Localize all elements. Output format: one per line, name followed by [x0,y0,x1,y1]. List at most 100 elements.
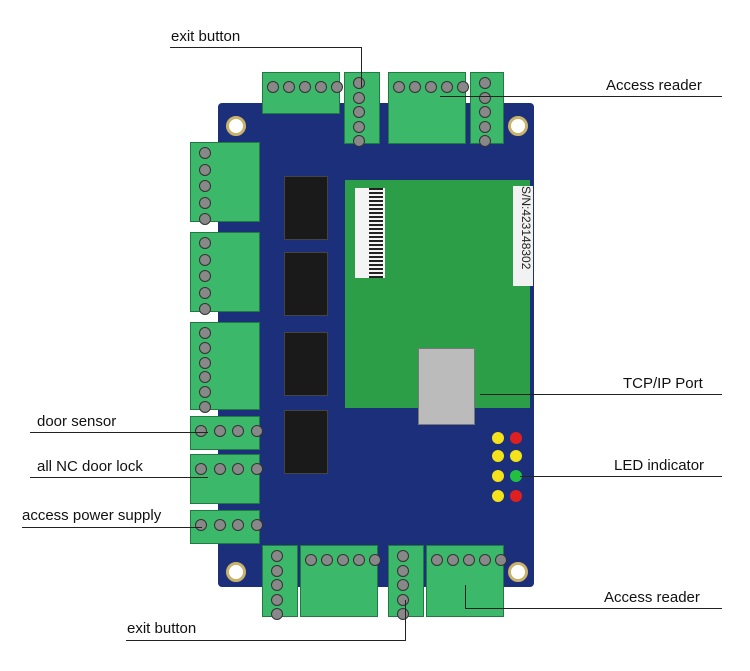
screw-icon [267,81,279,93]
terminal-block [470,72,504,147]
leader-line [361,47,362,87]
screw-icon [199,237,211,249]
screw-icon [409,81,421,93]
label-exit-button-top: exit button [171,28,241,45]
leader-line [126,640,406,641]
screw-icon [479,106,491,118]
terminal-block [262,545,298,620]
mount-hole [508,562,528,582]
door-sensor-terminal [190,416,263,450]
screw-icon [337,554,349,566]
screw-icon [195,519,207,531]
access-reader-terminal-top [388,72,469,144]
leader-line [465,585,466,608]
screw-icon [463,554,475,566]
screw-icon [213,519,226,531]
leader-line [30,477,208,478]
screw-icon [479,554,491,566]
screw-icon [299,81,311,93]
access-reader-terminal-bottom [426,545,507,617]
leader-line [440,96,722,97]
label-led-indicator: LED indicator [614,457,705,474]
screw-icon [393,81,405,93]
label-access-reader-bottom: Access reader [604,589,700,606]
screw-icon [195,425,207,437]
screw-icon [213,463,226,475]
leader-line [170,47,362,48]
screw-icon [271,579,283,591]
screw-icon [271,593,283,606]
screw-icon [369,554,381,566]
screw-icon [479,120,491,133]
mount-hole [226,562,246,582]
screw-icon [213,425,226,437]
screw-icon [479,91,491,104]
screw-icon [199,180,211,192]
screw-icon [199,371,211,384]
screw-icon [232,425,245,437]
screw-icon [397,550,409,562]
screw-icon [315,81,327,93]
label-access-power-supply: access power supply [22,507,162,524]
screw-icon [305,554,317,566]
led [492,470,504,482]
screw-icon [353,106,365,118]
screw-icon [495,554,507,566]
screw-icon [397,564,409,577]
led [510,450,522,462]
terminal-block [190,322,260,413]
door-lock-terminal [190,454,263,504]
leader-line [520,476,722,477]
screw-icon [232,519,245,531]
relay [284,176,328,240]
screw-icon [199,286,211,299]
relay [284,410,328,474]
relay [284,252,328,316]
screw-icon [199,356,211,369]
screw-icon [271,608,283,620]
screw-icon [232,463,245,475]
terminal-block [300,545,381,617]
screw-icon [271,550,283,562]
exit-button-terminal-top [344,72,380,147]
screw-icon [199,401,211,413]
terminal-block [190,142,260,225]
terminal-block [190,232,260,315]
screw-icon [199,147,211,159]
screw-icon [199,270,211,282]
label-access-reader-top: Access reader [606,77,702,94]
screw-icon [199,253,211,266]
led [510,432,522,444]
screw-icon [283,81,295,93]
label-nc-door-lock: all NC door lock [37,458,143,475]
screw-icon [199,303,211,315]
screw-icon [353,77,365,89]
terminal-block [262,72,343,114]
screw-icon [321,554,333,566]
barcode-sticker [355,188,385,278]
mount-hole [226,116,246,136]
screw-icon [331,81,343,93]
led [510,470,522,482]
screw-icon [199,196,211,209]
rj45-port [418,348,475,425]
led [510,490,522,502]
screw-icon [353,120,365,133]
screw-icon [397,593,409,606]
screw-icon [397,608,409,620]
screw-icon [199,213,211,225]
screw-icon [457,81,469,93]
leader-line [22,527,202,528]
exit-button-terminal-bottom [388,545,424,620]
screw-icon [425,81,437,93]
label-exit-button-bottom: exit button [127,620,197,637]
screw-icon [195,463,207,475]
leader-line [405,600,406,640]
label-tcp-ip-port: TCP/IP Port [623,375,703,392]
led [492,450,504,462]
screw-icon [271,564,283,577]
leader-line [30,432,208,433]
screw-icon [353,554,365,566]
led [492,490,504,502]
